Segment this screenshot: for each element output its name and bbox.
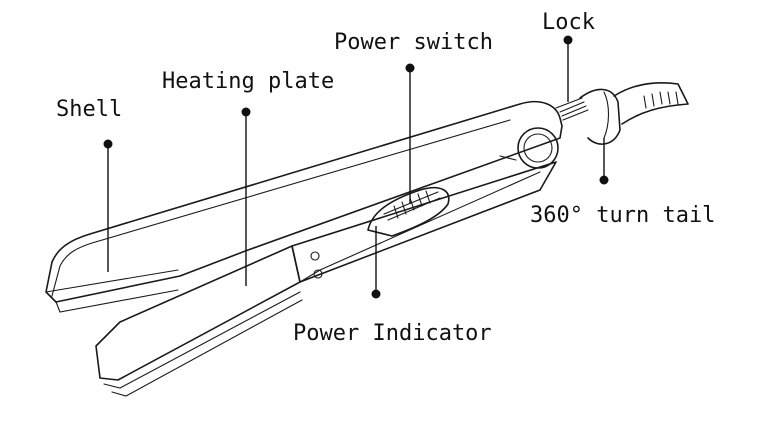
leader-power-indicator bbox=[371, 226, 381, 299]
leader-shell bbox=[103, 139, 113, 272]
label-turn-tail: 360° turn tail bbox=[530, 203, 715, 228]
label-power-indicator: Power Indicator bbox=[293, 321, 492, 346]
leader-lock bbox=[563, 35, 573, 102]
upper-arm-shell bbox=[45, 100, 563, 313]
power-switch-slider bbox=[367, 186, 450, 237]
label-lock: Lock bbox=[542, 10, 595, 35]
leader-turn-tail bbox=[599, 138, 609, 185]
label-shell: Shell bbox=[56, 97, 122, 122]
lower-arm-heating-plate bbox=[95, 161, 557, 397]
hinge-lock-knob bbox=[499, 97, 589, 169]
leader-heating-plate bbox=[241, 107, 251, 286]
leader-power-switch bbox=[405, 63, 415, 204]
label-power-switch: Power switch bbox=[334, 30, 493, 55]
label-heating-plate: Heating plate bbox=[162, 69, 334, 94]
turn-tail-cord bbox=[579, 81, 689, 145]
